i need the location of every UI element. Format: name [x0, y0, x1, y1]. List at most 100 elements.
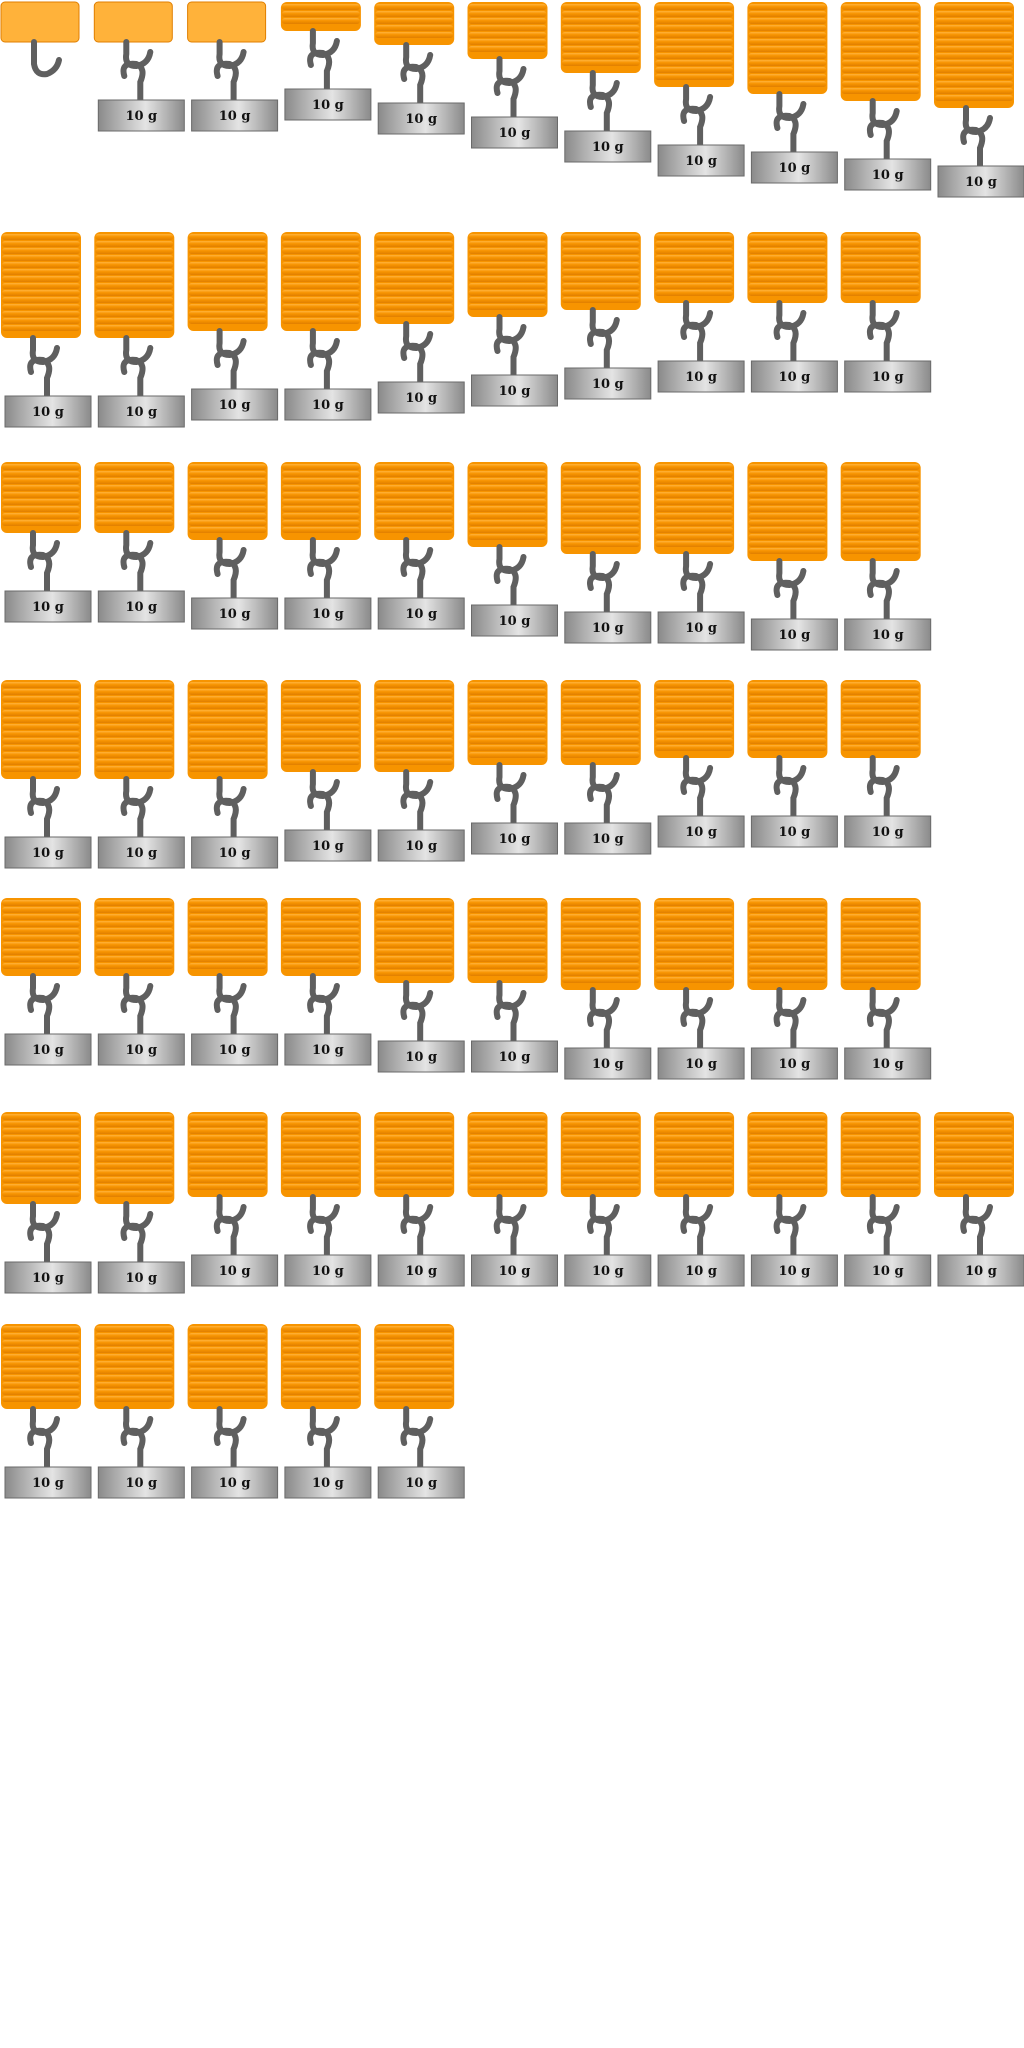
spring-coil	[841, 541, 920, 547]
spring-coil	[748, 963, 827, 969]
spring-coil	[561, 269, 640, 275]
spring-coil	[95, 717, 174, 723]
spring-coil	[2, 1156, 80, 1162]
spring-coil	[468, 1114, 547, 1120]
spring-coil	[841, 67, 920, 73]
spring-coil	[561, 478, 640, 484]
weight-label: 10 g	[125, 109, 157, 124]
spring-coil	[935, 1149, 1013, 1155]
spring-coil	[468, 963, 547, 969]
spring-coil	[841, 1142, 920, 1148]
weight-block	[844, 1254, 932, 1287]
spring-cap	[187, 1, 267, 43]
weight-block	[284, 388, 372, 421]
weight-hanger-icon	[587, 91, 613, 134]
weight-block	[564, 611, 652, 644]
spring-coil	[468, 724, 547, 730]
spring-coil	[188, 1354, 267, 1360]
spring-coil	[748, 485, 827, 491]
spring-coil	[841, 25, 920, 31]
spring-coil	[281, 318, 360, 324]
spring-coil	[2, 745, 80, 751]
weight-hanger-icon	[307, 1427, 333, 1470]
spring-coil	[748, 74, 827, 80]
weight-hanger-icon	[680, 105, 706, 148]
weight-block	[750, 1254, 838, 1287]
spring-coil	[281, 492, 360, 498]
weight-hanger-icon	[866, 1215, 892, 1258]
spring-coil	[188, 269, 267, 275]
weight-hanger-icon	[587, 328, 613, 371]
spring-coil	[935, 1142, 1013, 1148]
spring-coil	[2, 471, 80, 477]
spring-coil	[375, 759, 454, 765]
spring-coil	[841, 548, 920, 554]
spring-coil	[468, 478, 547, 484]
spring-coil	[375, 234, 454, 240]
spring-coil	[281, 520, 360, 526]
spring-coil	[935, 74, 1013, 80]
spring-coil	[468, 513, 547, 519]
spring-coil	[281, 745, 360, 751]
spring-coil	[95, 304, 174, 310]
spring-coil	[188, 276, 267, 282]
weight-hanger-icon	[120, 797, 146, 840]
spring-coil	[95, 963, 174, 969]
spring-coil	[188, 290, 267, 296]
spring-coil	[561, 745, 640, 751]
spring-coil	[468, 46, 547, 52]
spring-coil	[748, 506, 827, 512]
spring-unit: 10 g	[94, 232, 185, 428]
spring-coil	[468, 520, 547, 526]
spring-coil	[561, 1156, 640, 1162]
spring-coil	[188, 1382, 267, 1388]
spring-coil	[95, 921, 174, 927]
spring-coil	[375, 752, 454, 758]
spring-coil	[2, 1121, 80, 1127]
spring-coil	[2, 1396, 80, 1402]
weight-hanger-icon	[866, 119, 892, 162]
weight-hanger-icon	[680, 572, 706, 615]
hook-icon	[31, 39, 62, 78]
spring-coil	[748, 977, 827, 983]
spring-coil	[375, 32, 454, 38]
weight-block	[657, 360, 745, 393]
spring-coil	[375, 1382, 454, 1388]
spring-coil	[468, 485, 547, 491]
spring-coil	[468, 914, 547, 920]
spring-coil	[375, 1163, 454, 1169]
spring-coil	[188, 956, 267, 962]
weight-label: 10 g	[965, 1264, 997, 1279]
spring-coil	[188, 485, 267, 491]
weight-label: 10 g	[32, 1043, 64, 1058]
spring-coil	[281, 935, 360, 941]
spring-coil	[841, 248, 920, 254]
spring-coil	[748, 513, 827, 519]
spring-coil	[281, 311, 360, 317]
spring-coil	[561, 970, 640, 976]
spring-coil	[281, 717, 360, 723]
spring-coil	[2, 1149, 80, 1155]
spring-coil	[841, 276, 920, 282]
spring-coil	[2, 506, 80, 512]
spring-coil	[561, 977, 640, 983]
spring-coil	[2, 464, 80, 470]
spring-unit: 10 g	[1, 232, 92, 428]
spring-coil	[188, 234, 267, 240]
weight-label: 10 g	[499, 1050, 531, 1065]
spring-cap	[0, 1, 80, 43]
weight-block	[657, 815, 745, 848]
weight-hanger-icon	[213, 558, 239, 601]
spring-coil	[188, 724, 267, 730]
spring-coil	[655, 241, 734, 247]
spring-coil	[188, 1333, 267, 1339]
spring-coil	[2, 703, 80, 709]
spring-coil	[935, 39, 1013, 45]
spring-coil	[841, 970, 920, 976]
spring-coil	[188, 1389, 267, 1395]
spring-coil	[375, 1333, 454, 1339]
weight-hanger-icon	[213, 349, 239, 392]
spring-coil	[375, 1396, 454, 1402]
spring-coil	[561, 262, 640, 268]
weight-block	[564, 1047, 652, 1080]
